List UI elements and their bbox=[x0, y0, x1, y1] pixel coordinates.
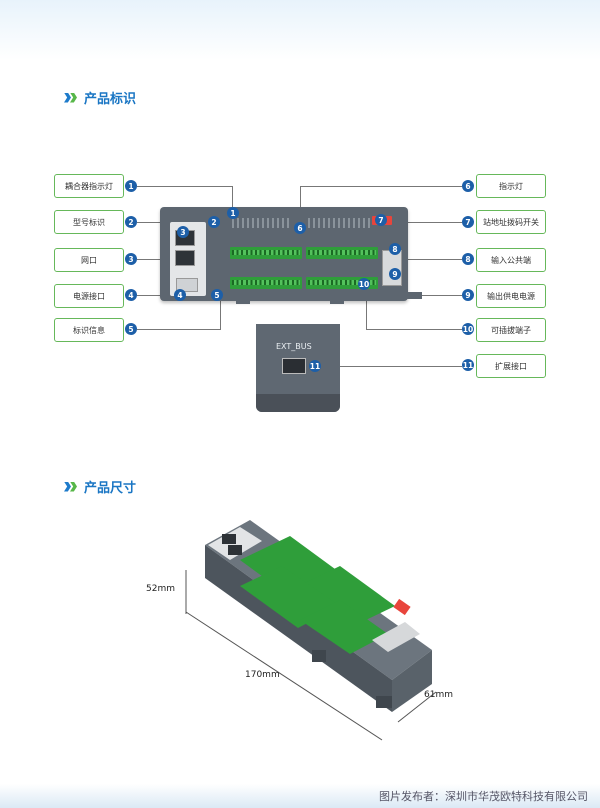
device-marker: 6 bbox=[294, 222, 306, 234]
label-expansion-port: 扩展接口 bbox=[476, 354, 546, 378]
double-chevron-icon bbox=[64, 92, 77, 103]
device-marker: 1 bbox=[227, 207, 239, 219]
terminal-block-iso bbox=[290, 566, 395, 630]
label-output-power: 输出供电电源 bbox=[476, 284, 546, 308]
section-title-text: 产品尺寸 bbox=[84, 481, 137, 496]
ethernet-port bbox=[175, 250, 195, 266]
section-title-dimensions: 产品尺寸 bbox=[64, 477, 136, 496]
leader-line bbox=[137, 329, 221, 330]
dimension-line-length bbox=[185, 611, 383, 741]
common-terminal-iso bbox=[372, 622, 420, 652]
led-row bbox=[308, 218, 370, 228]
dimension-length: 170mm bbox=[245, 670, 280, 680]
device-side-face bbox=[392, 650, 432, 712]
top-band bbox=[0, 0, 600, 60]
ext-bus-connector bbox=[282, 358, 306, 374]
label-marking-info: 标识信息 bbox=[54, 318, 124, 342]
double-chevron-icon bbox=[64, 481, 77, 492]
footer: 图片发布者：深圳市华茂欧特科技有限公司 bbox=[0, 784, 600, 808]
leader-line bbox=[300, 186, 301, 222]
callout-number: 1 bbox=[125, 180, 137, 192]
leader-line bbox=[388, 222, 462, 223]
device-marker: 5 bbox=[211, 289, 223, 301]
label-input-common: 输入公共端 bbox=[476, 248, 546, 272]
terminal-block-iso bbox=[300, 600, 388, 654]
leader-line bbox=[137, 259, 173, 260]
leader-line bbox=[366, 329, 462, 330]
device-marker: 9 bbox=[389, 268, 401, 280]
label-power-interface: 电源接口 bbox=[54, 284, 124, 308]
callout-number: 8 bbox=[462, 253, 474, 265]
mount-foot bbox=[330, 298, 344, 304]
device-marker: 2 bbox=[208, 216, 220, 228]
callout-number: 10 bbox=[462, 323, 474, 335]
leader-line bbox=[404, 259, 462, 260]
callout-number: 4 bbox=[125, 289, 137, 301]
ethernet-port-iso bbox=[222, 534, 236, 544]
leader-line bbox=[404, 295, 462, 296]
device-marker: 4 bbox=[174, 289, 186, 301]
callout-number: 11 bbox=[462, 359, 474, 371]
leader-line bbox=[366, 290, 367, 330]
callout-number: 6 bbox=[462, 180, 474, 192]
section-title-text: 产品标识 bbox=[84, 92, 137, 107]
label-coupler-indicator: 耦合器指示灯 bbox=[54, 174, 124, 198]
callout-number: 5 bbox=[125, 323, 137, 335]
terminal-block bbox=[230, 277, 302, 289]
ethernet-port-iso bbox=[228, 545, 242, 555]
leader-line bbox=[137, 295, 173, 296]
zoom-base bbox=[256, 394, 340, 412]
label-station-dip-switch: 站地址拨码开关 bbox=[476, 210, 546, 234]
label-indicator: 指示灯 bbox=[476, 174, 546, 198]
dip-switch-iso bbox=[393, 598, 411, 616]
leader-line bbox=[322, 366, 462, 367]
mount-foot-iso bbox=[312, 650, 326, 662]
mount-foot bbox=[404, 292, 422, 299]
power-connector bbox=[176, 278, 198, 292]
label-model-id: 型号标识 bbox=[54, 210, 124, 234]
leader-line bbox=[232, 186, 233, 208]
mount-foot bbox=[236, 298, 250, 304]
callout-number: 3 bbox=[125, 253, 137, 265]
label-network-port: 网口 bbox=[54, 248, 124, 272]
expansion-port-zoom: EXT_BUS bbox=[256, 324, 340, 412]
dimension-line-depth bbox=[397, 691, 437, 723]
section-title-identification: 产品标识 bbox=[64, 88, 136, 107]
ext-bus-label: EXT_BUS bbox=[276, 342, 312, 351]
device-marker: 8 bbox=[389, 243, 401, 255]
callout-number: 7 bbox=[462, 216, 474, 228]
device-marker: 7 bbox=[375, 214, 387, 226]
dimension-height: 52mm bbox=[146, 584, 175, 594]
publisher-credit: 图片发布者：深圳市华茂欧特科技有限公司 bbox=[379, 790, 588, 803]
callout-number: 9 bbox=[462, 289, 474, 301]
label-pluggable-terminal: 可插拔端子 bbox=[476, 318, 546, 342]
device-marker: 11 bbox=[309, 360, 321, 372]
terminal-block bbox=[306, 247, 378, 259]
device-marker: 3 bbox=[177, 226, 189, 238]
mount-foot-iso bbox=[376, 696, 392, 708]
leader-line bbox=[137, 186, 233, 187]
led-row bbox=[232, 218, 292, 228]
dimension-depth: 61mm bbox=[424, 690, 453, 700]
callout-number: 2 bbox=[125, 216, 137, 228]
terminal-block bbox=[230, 247, 302, 259]
leader-line bbox=[220, 300, 221, 330]
leader-line bbox=[300, 186, 462, 187]
device-marker: 10 bbox=[358, 278, 370, 290]
